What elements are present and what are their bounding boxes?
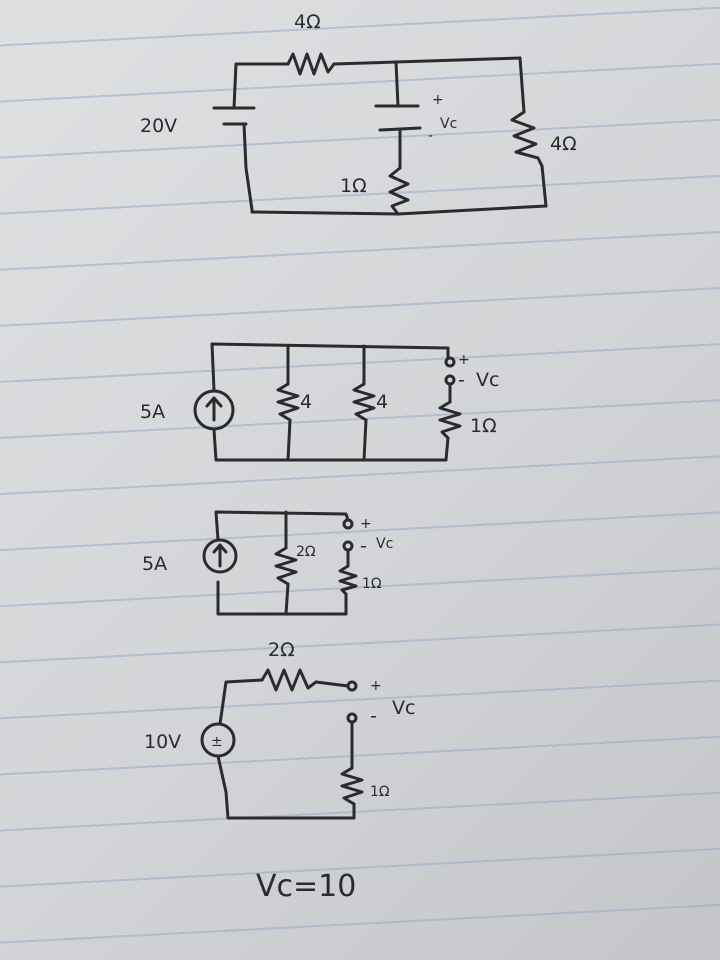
c1-top-resistor-label: 4Ω (294, 11, 321, 33)
c3-voltage-label: Vc (376, 536, 393, 552)
c1-top-resistor (286, 52, 336, 76)
c1-plus-sign: + (432, 92, 444, 108)
result-text: Vc=10 (256, 869, 356, 904)
c4-voltage-label: Vc (392, 697, 415, 719)
c4-left-wire-top (218, 678, 264, 726)
c4-r1 (260, 668, 318, 692)
c2-branch3-wire-bottom (444, 436, 450, 462)
c4-source-symbol: ± (211, 734, 223, 750)
c4-minus-sign: - (370, 705, 377, 727)
c1-right-resistor-label: 4Ω (550, 133, 577, 155)
c4-r2 (340, 766, 364, 806)
c2-branch1-wire-bottom (286, 418, 292, 462)
c2-top-wire (210, 342, 450, 392)
c2-plus-sign: + (458, 352, 470, 368)
c3-source-label: 5A (142, 553, 167, 575)
circuit-2: 5A 4 4 + - Vc 1Ω (140, 342, 499, 462)
c3-branch1-wire-bottom (284, 582, 290, 616)
c2-r1 (276, 382, 300, 422)
c4-r2-label: 1Ω (370, 784, 390, 800)
c3-r2 (338, 564, 358, 596)
c3-terminal-top (342, 518, 354, 530)
c2-minus-sign: - (458, 369, 465, 391)
c2-current-source (193, 389, 235, 431)
c4-r1-label: 2Ω (268, 639, 295, 661)
c1-minus-sign: - (428, 128, 433, 144)
c2-terminal-top (444, 356, 456, 368)
c2-source-label: 5A (140, 401, 165, 423)
c1-middle-wire-top (394, 60, 400, 108)
c1-right-resistor (510, 110, 544, 168)
c3-r1-label: 2Ω (296, 544, 316, 560)
c1-voltage-label: Vc (440, 116, 457, 132)
c2-branch2-wire-bottom (362, 418, 368, 462)
c3-top-wire (214, 510, 350, 542)
c2-r2 (352, 382, 376, 422)
circuit-1: 4Ω 20V + - Vc 4Ω 1Ω (140, 11, 577, 216)
c1-source-label: 20V (140, 115, 177, 137)
c4-source-label: 10V (144, 731, 181, 753)
c2-voltage-label: Vc (476, 369, 499, 391)
c2-current-arrow-icon (205, 396, 223, 422)
c1-top-wire-right (332, 56, 522, 66)
c4-plus-sign: + (370, 678, 382, 694)
c3-current-arrow-icon (212, 543, 228, 568)
c2-r3 (438, 400, 462, 440)
c1-top-wire-left (232, 62, 290, 110)
c3-bottom-wire (216, 580, 348, 616)
c1-right-wire-top (518, 56, 526, 114)
c3-r2-label: 1Ω (362, 576, 382, 592)
c1-left-wire (242, 122, 254, 212)
c4-terminal-top (346, 680, 358, 692)
c1-right-wire-bottom (540, 164, 548, 208)
c2-r3-label: 1Ω (470, 415, 497, 437)
c1-bottom-wire (250, 204, 548, 216)
c1-middle-resistor (388, 166, 410, 216)
c3-minus-sign: - (360, 535, 367, 557)
circuit-3: 5A 2Ω + - Vc 1Ω (142, 510, 393, 616)
c3-r1 (274, 546, 298, 586)
c3-plus-sign: + (360, 516, 372, 532)
c2-r1-label: 4 (300, 391, 312, 413)
c3-current-source (202, 538, 238, 574)
circuit-4: ± 10V 2Ω + - Vc 1Ω (144, 639, 415, 820)
c2-bottom-wire (212, 428, 448, 462)
c2-r2-label: 4 (376, 391, 388, 413)
c1-middle-resistor-label: 1Ω (340, 175, 367, 197)
c4-top-wire-right (314, 680, 350, 688)
c4-left-wire-bottom (216, 754, 356, 820)
